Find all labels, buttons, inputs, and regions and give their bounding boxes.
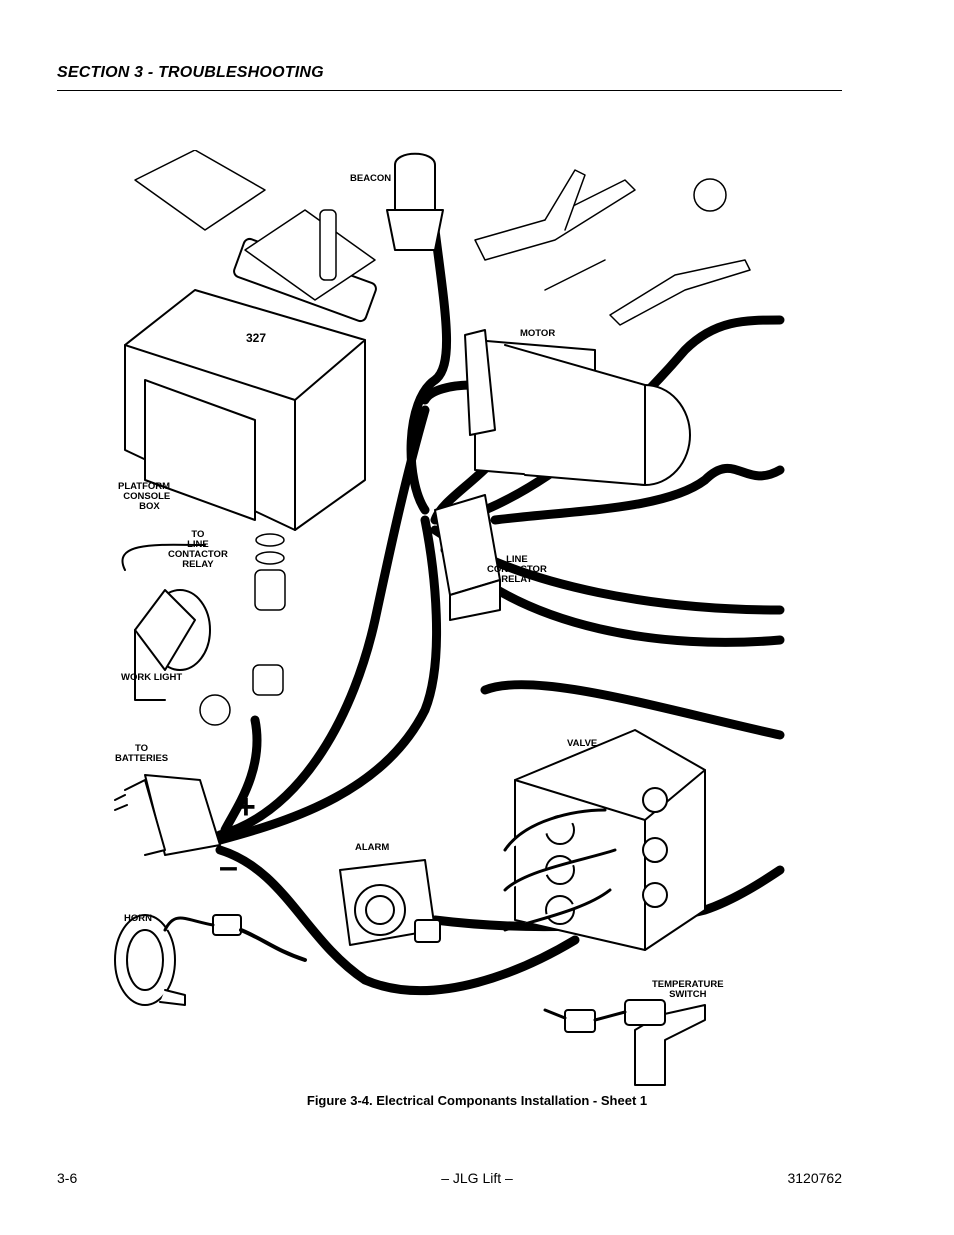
horn-label: HORN: [124, 913, 152, 924]
alarm-label: ALARM: [355, 842, 390, 853]
part-number-label: 327: [246, 331, 267, 345]
to-line-contactor-relay-label: TO LINE CONTACTOR RELAY: [168, 529, 228, 570]
harness-cable: [220, 715, 262, 835]
electrical-components-illustration: [114, 150, 785, 1086]
footer-center: – JLG Lift –: [441, 1170, 513, 1186]
to-batteries-label: TO BATTERIES: [115, 743, 169, 764]
harness-cable: [480, 680, 785, 740]
line-contactor-relay-label: LINE CONTACTOR RELAY: [487, 554, 547, 585]
platform-console-box-label: PLATFORM CONSOLE BOX: [118, 481, 171, 512]
negative-terminal-symbol: –: [219, 848, 238, 886]
page-number: 3-6: [57, 1170, 78, 1186]
harness-cable: [480, 315, 785, 515]
positive-terminal-symbol: +: [236, 788, 256, 826]
temperature-switch-label: TEMPERATURE SWITCH: [652, 979, 724, 1000]
harness-cable: [215, 405, 430, 840]
document-number: 3120762: [787, 1170, 842, 1186]
valve-label: VALVE: [567, 738, 598, 749]
motor-label: MOTOR: [520, 328, 556, 339]
harness-cable: [215, 845, 580, 996]
section-header: SECTION 3 - TROUBLESHOOTING: [57, 64, 842, 91]
harness-cable: [215, 515, 442, 845]
section-title: SECTION 3 - TROUBLESHOOTING: [57, 64, 324, 81]
beacon-label: BEACON: [350, 173, 392, 184]
work-light-label: WORK LIGHT: [121, 672, 183, 683]
harness-cable: [490, 464, 785, 525]
harness-cable: [406, 225, 451, 515]
figure-caption: Figure 3-4. Electrical Componants Instal…: [306, 1093, 648, 1108]
